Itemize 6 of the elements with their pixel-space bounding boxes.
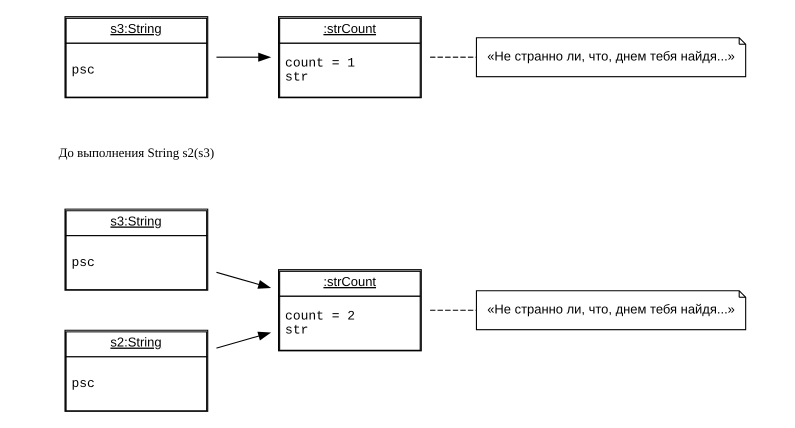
arrow <box>216 332 272 349</box>
connector <box>430 56 476 58</box>
arrow <box>216 52 272 62</box>
arrow <box>216 272 272 289</box>
connector <box>430 310 476 311</box>
label: До выполнения String s2(s3) <box>58 144 214 160</box>
